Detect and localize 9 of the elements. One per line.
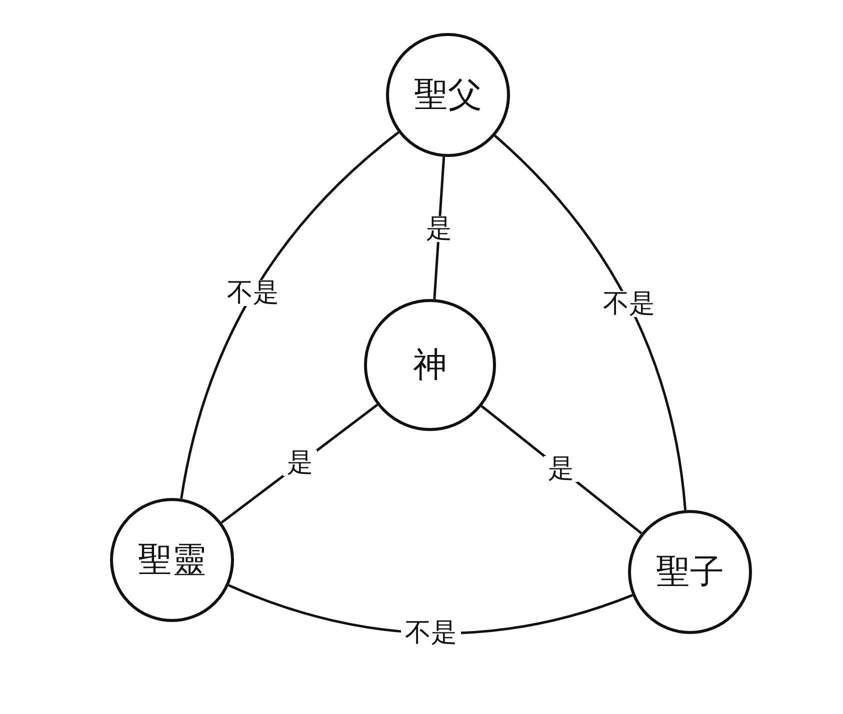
node-label: 聖靈 <box>138 543 206 577</box>
edge-label: 是 <box>283 450 318 476</box>
connector-line <box>180 131 400 499</box>
node-label: 神 <box>413 348 447 382</box>
connector-line <box>494 134 687 510</box>
node-label: 聖父 <box>414 78 482 112</box>
edge-label: 不是 <box>401 620 462 646</box>
node-label: 聖子 <box>656 555 724 589</box>
edge-label: 是 <box>544 456 578 482</box>
